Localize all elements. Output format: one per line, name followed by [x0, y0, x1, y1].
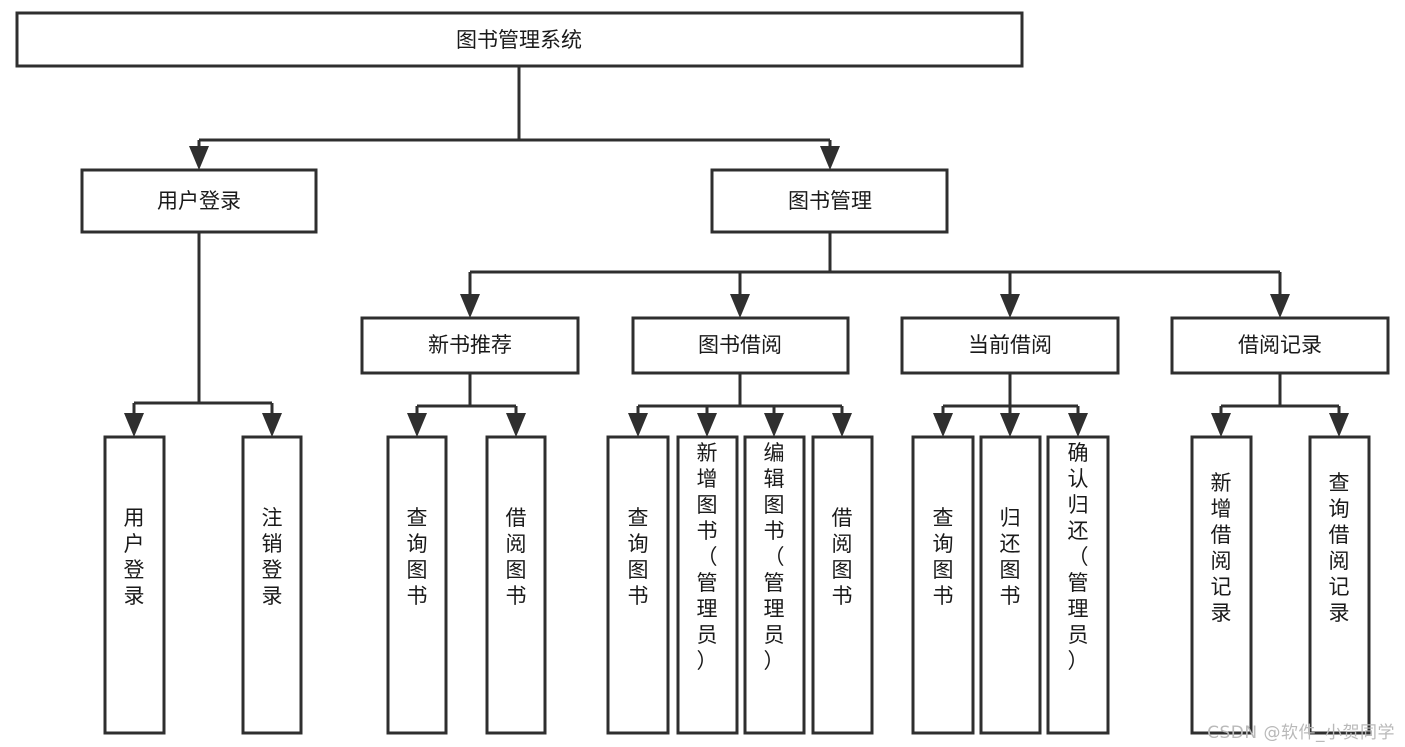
arrow-to-user-login	[189, 146, 209, 170]
leaf-borrow-book-1-box[interactable]	[485, 435, 547, 735]
connectors-layer	[132, 66, 1341, 423]
leaf-add-record-box[interactable]	[1190, 435, 1253, 735]
node-book-manage[interactable]: 图书管理	[710, 168, 949, 234]
arrow-to-leaf-return-book	[1000, 413, 1020, 437]
arrow-to-leaf-query-book-3	[933, 413, 953, 437]
node-user-login[interactable]: 用户登录	[80, 168, 318, 234]
leaf-query-book-1-box[interactable]	[386, 435, 448, 735]
leaf-add-book-box[interactable]	[676, 435, 739, 735]
arrow-to-new-book-rec	[460, 294, 480, 318]
node-leaf-borrow-book-2[interactable]: 借阅图书	[811, 435, 874, 735]
arrow-to-leaf-user-login	[124, 413, 144, 437]
leaf-add-book-label: 新增图书（管理员）	[697, 441, 718, 673]
user-login-box[interactable]	[80, 168, 318, 234]
node-leaf-user-login[interactable]: 用户登录	[103, 435, 166, 735]
leaf-edit-book-label: 编辑图书（管理员）	[764, 441, 785, 673]
arrow-to-leaf-logout	[262, 413, 282, 437]
leaf-add-record-label: 新增借阅记录	[1211, 471, 1232, 625]
node-leaf-add-book[interactable]: 新增图书（管理员）	[676, 435, 739, 735]
leaf-query-book-3-label: 查询图书	[933, 506, 954, 608]
leaf-user-login-label: 用户登录	[124, 506, 145, 608]
leaf-edit-book-box[interactable]	[743, 435, 806, 735]
root-box[interactable]	[15, 11, 1024, 68]
root-label: 图书管理系统	[456, 28, 582, 52]
leaf-query-book-2-box[interactable]	[606, 435, 670, 735]
connector-root-to-level2	[197, 66, 832, 158]
arrow-to-borrow-record	[1270, 294, 1290, 318]
leaf-query-book-3-box[interactable]	[911, 435, 975, 735]
user-login-label: 用户登录	[157, 189, 241, 213]
node-borrow-record[interactable]: 借阅记录	[1170, 316, 1390, 375]
leaf-confirm-return-box[interactable]	[1046, 435, 1110, 735]
node-leaf-query-book-3[interactable]: 查询图书	[911, 435, 975, 735]
book-borrow-box[interactable]	[631, 316, 850, 375]
leaf-borrow-book-2-label: 借阅图书	[832, 506, 853, 608]
connector-userlogin-to-leaves	[132, 232, 274, 423]
node-leaf-query-record[interactable]: 查询借阅记录	[1308, 435, 1371, 735]
node-book-borrow[interactable]: 图书借阅	[631, 316, 850, 375]
leaf-logout-label: 注销登录	[262, 506, 283, 608]
leaf-query-record-box[interactable]	[1308, 435, 1371, 735]
node-leaf-query-book-1[interactable]: 查询图书	[386, 435, 448, 735]
arrow-to-leaf-confirm-return	[1068, 413, 1088, 437]
connector-bookmanage-to-level3	[468, 232, 1282, 304]
node-current-borrow[interactable]: 当前借阅	[900, 316, 1120, 375]
book-borrow-label: 图书借阅	[698, 333, 782, 357]
node-leaf-confirm-return[interactable]: 确认归还（管理员）	[1046, 435, 1110, 735]
arrow-to-leaf-add-book	[697, 413, 717, 437]
leaf-logout-box[interactable]	[241, 435, 303, 735]
leaf-return-book-box[interactable]	[979, 435, 1042, 735]
arrow-to-leaf-query-record	[1329, 413, 1349, 437]
book-manage-box[interactable]	[710, 168, 949, 234]
arrow-to-leaf-add-record	[1211, 413, 1231, 437]
connector-borrowrecord-to-leaves	[1219, 373, 1341, 423]
connector-bookborrow-to-leaves	[636, 373, 844, 423]
arrow-to-leaf-query-book-2	[628, 413, 648, 437]
leaf-user-login-box[interactable]	[103, 435, 166, 735]
node-leaf-logout[interactable]: 注销登录	[241, 435, 303, 735]
leaf-borrow-book-1-label: 借阅图书	[506, 506, 527, 608]
arrow-to-book-borrow	[730, 294, 750, 318]
arrow-to-current-borrow	[1000, 294, 1020, 318]
leaf-confirm-return-label: 确认归还（管理员）	[1068, 441, 1089, 673]
node-leaf-return-book[interactable]: 归还图书	[979, 435, 1042, 735]
leaf-return-book-label: 归还图书	[1000, 506, 1021, 608]
arrow-to-leaf-query-book-1	[407, 413, 427, 437]
book-manage-label: 图书管理	[788, 189, 872, 213]
borrow-record-box[interactable]	[1170, 316, 1390, 375]
leaf-query-book-1-label: 查询图书	[407, 506, 428, 608]
arrow-to-leaf-borrow-book-2	[832, 413, 852, 437]
new-book-rec-box[interactable]	[360, 316, 580, 375]
borrow-record-label: 借阅记录	[1238, 333, 1322, 357]
node-leaf-edit-book[interactable]: 编辑图书（管理员）	[743, 435, 806, 735]
arrowheads-layer	[124, 146, 1349, 437]
current-borrow-box[interactable]	[900, 316, 1120, 375]
arrow-to-leaf-edit-book	[764, 413, 784, 437]
arrow-to-leaf-borrow-book-1	[506, 413, 526, 437]
node-leaf-add-record[interactable]: 新增借阅记录	[1190, 435, 1253, 735]
connector-newbook-to-leaves	[415, 373, 518, 423]
node-root[interactable]: 图书管理系统	[15, 11, 1024, 68]
arrow-to-book-manage	[820, 146, 840, 170]
leaf-borrow-book-2-box[interactable]	[811, 435, 874, 735]
node-leaf-borrow-book-1[interactable]: 借阅图书	[485, 435, 547, 735]
leaf-query-record-label: 查询借阅记录	[1329, 471, 1350, 625]
current-borrow-label: 当前借阅	[968, 333, 1052, 357]
new-book-rec-label: 新书推荐	[428, 333, 512, 357]
leaf-query-book-2-label: 查询图书	[628, 506, 649, 608]
node-new-book-rec[interactable]: 新书推荐	[360, 316, 580, 375]
node-leaf-query-book-2[interactable]: 查询图书	[606, 435, 670, 735]
